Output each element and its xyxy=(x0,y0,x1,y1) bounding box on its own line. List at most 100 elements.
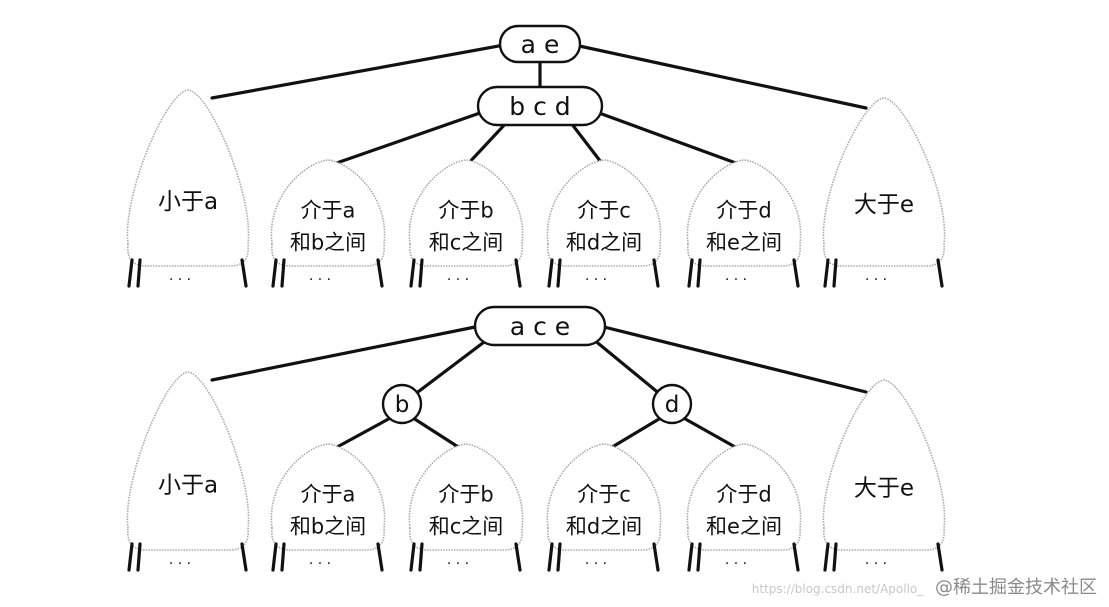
subtree-2-line2: 和c之间 xyxy=(429,231,504,255)
node-d xyxy=(651,383,693,425)
subtree-4-outline xyxy=(686,159,802,267)
subtree-4-ellipsis: · · · xyxy=(725,556,747,572)
subtree-0-ellipsis: · · · xyxy=(169,272,191,288)
subtree-5-ellipsis: · · · xyxy=(865,272,887,288)
diagram-after-split: 小于a · · · 介于a 和b之间 · · · 介于b 和c之间 · · · 介于c 和d之间 ·… xyxy=(126,305,946,572)
subtree-5-leg-left-1 xyxy=(832,542,838,572)
subtree-2: 介于b 和c之间 · · · xyxy=(408,443,524,572)
subtree-0-line1: 小于a xyxy=(158,189,218,215)
subtree-4-line2: 和e之间 xyxy=(706,515,782,539)
watermark-url: https://blog.csdn.net/Apollo_ xyxy=(751,582,924,596)
subtree-5-leg-right xyxy=(936,258,944,288)
subtree-2-line1: 介于b xyxy=(438,483,493,507)
subtree-1-leg-left-0 xyxy=(271,258,278,288)
root-node-label: a c e xyxy=(510,312,570,341)
subtree-1-ellipsis: · · · xyxy=(309,556,331,572)
subtree-1-line1: 介于a xyxy=(301,483,356,507)
subtree-2-line1: 介于b xyxy=(438,199,493,223)
subtree-3-line1: 介于c xyxy=(577,483,631,507)
subtree-4-line1: 介于d xyxy=(716,483,771,507)
subtree-0-leg-right xyxy=(240,258,248,288)
subtree-3: 介于c 和d之间 · · · xyxy=(546,443,662,572)
subtree-5-line1: 大于e xyxy=(854,475,914,501)
subtree-2-leg-right xyxy=(514,542,522,572)
subtree-4-line1: 介于d xyxy=(716,199,771,223)
subtree-1: 介于a 和b之间 · · · xyxy=(270,443,386,572)
subtree-5-leg-left-1 xyxy=(832,258,838,288)
subtree-2-outline xyxy=(408,159,524,267)
subtree-2-line2: 和c之间 xyxy=(429,515,504,539)
subtree-2-ellipsis: · · · xyxy=(447,556,469,572)
subtree-3-leg-left-1 xyxy=(556,542,562,572)
subtree-1-line2: 和b之间 xyxy=(290,515,366,539)
subtree-3-line2: 和d之间 xyxy=(566,515,642,539)
edge-root-left xyxy=(210,42,512,100)
subtree-4-ellipsis: · · · xyxy=(725,272,747,288)
subtree-3-line1: 介于c xyxy=(577,199,631,223)
subtree-0-outline xyxy=(126,89,250,267)
root-node xyxy=(498,24,582,64)
subtree-2-outline xyxy=(408,443,524,551)
subtree-2-leg-left-1 xyxy=(418,258,424,288)
edge-root-left xyxy=(210,324,482,382)
subtree-4: 介于d 和e之间 · · · xyxy=(686,443,802,572)
subtree-3-leg-right xyxy=(652,542,660,572)
edge-root-right xyxy=(598,324,868,394)
subtree-2-leg-right xyxy=(514,258,522,288)
node-d-label: d xyxy=(665,392,680,418)
subtree-1-leg-right xyxy=(376,542,384,572)
subtree-5-leg-right xyxy=(936,542,944,572)
watermark: https://blog.csdn.net/Apollo_ @稀土掘金技术社区 xyxy=(752,573,1097,599)
subtree-5: 大于e · · · xyxy=(822,379,946,572)
subtree-5: 大于e· · · xyxy=(822,97,946,288)
subtree-2: 介于b 和c之间 · · · xyxy=(408,159,524,288)
subtree-3-outline xyxy=(546,443,662,551)
subtree-0-leg-right xyxy=(240,542,248,572)
subtree-2-ellipsis: · · · xyxy=(447,272,469,288)
edge-middle-sub-4 xyxy=(578,104,746,168)
subtree-0: 小于a · · · xyxy=(126,371,250,572)
edge-d-right xyxy=(678,414,746,454)
subtree-3-leg-left-1 xyxy=(556,258,562,288)
subtree-4-leg-left-0 xyxy=(687,258,694,288)
subtree-4-outline xyxy=(686,443,802,551)
subtree-3-leg-left-0 xyxy=(547,258,554,288)
subtree-4-leg-left-1 xyxy=(696,258,702,288)
subtree-0-leg-left-1 xyxy=(136,542,142,572)
subtree-5-outline xyxy=(822,97,946,267)
middle-node xyxy=(476,85,604,127)
subtree-1-leg-right xyxy=(376,258,384,288)
subtree-3-line2: 和d之间 xyxy=(566,231,642,255)
subtree-0-leg-left-0 xyxy=(127,542,134,572)
root-node-label: a e xyxy=(521,30,560,59)
subtree-1-outline xyxy=(270,159,386,267)
subtree-3-leg-left-0 xyxy=(547,542,554,572)
watermark-text: @稀土掘金技术社区 xyxy=(935,577,1097,598)
subtree-0-line1: 小于a xyxy=(158,472,218,498)
subtree-1-leg-left-0 xyxy=(271,542,278,572)
subtree-3-outline xyxy=(546,159,662,267)
subtree-1-line1: 介于a xyxy=(301,199,356,223)
subtree-0-outline xyxy=(126,371,250,551)
subtree-4: 介于d 和e之间 · · · xyxy=(686,159,802,288)
subtree-4-leg-right xyxy=(792,542,800,572)
node-b-label: b xyxy=(395,392,410,418)
subtree-3: 介于c 和d之间 · · · xyxy=(546,159,662,288)
subtree-4-line2: 和e之间 xyxy=(706,231,782,255)
subtree-1-leg-left-1 xyxy=(280,258,286,288)
root-node xyxy=(473,305,607,347)
subtree-5-leg-left-0 xyxy=(823,258,830,288)
subtree-0-leg-left-1 xyxy=(136,258,142,288)
edge-d-left xyxy=(602,414,666,454)
subtree-0-ellipsis: · · · xyxy=(169,556,191,572)
subtree-5-ellipsis: · · · xyxy=(865,556,887,572)
subtree-3-ellipsis: · · · xyxy=(585,556,607,572)
subtree-4-leg-left-0 xyxy=(687,542,694,572)
subtree-0-leg-left-0 xyxy=(127,258,134,288)
subtree-3-ellipsis: · · · xyxy=(585,272,607,288)
subtree-4-leg-right xyxy=(792,258,800,288)
subtree-2-leg-left-1 xyxy=(418,542,424,572)
